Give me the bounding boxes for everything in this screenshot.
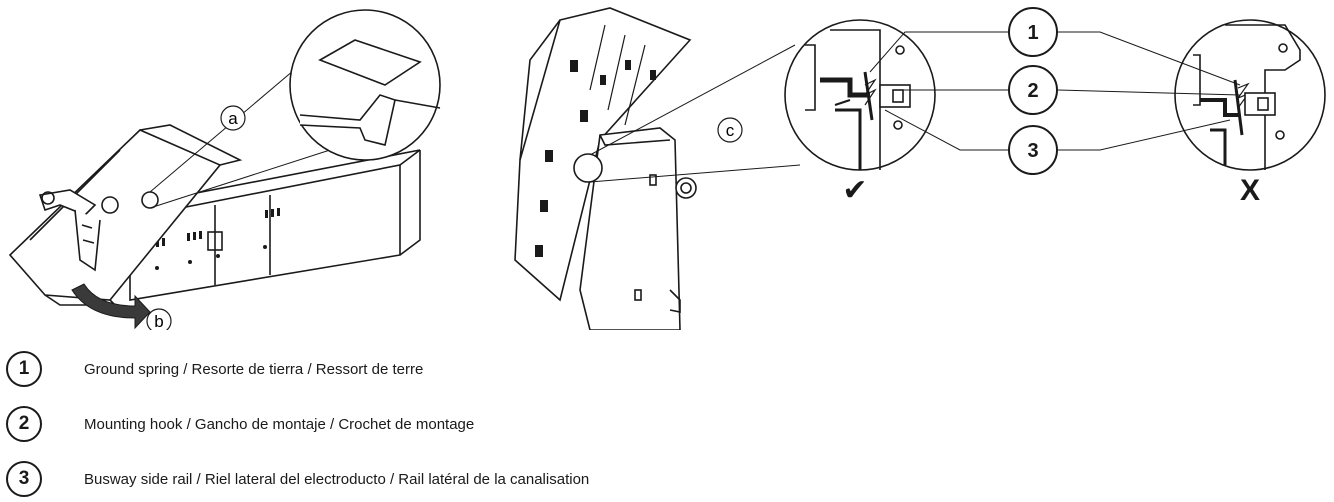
detail-circle-a xyxy=(289,9,441,161)
legend-text: Busway side rail / Riel lateral del elec… xyxy=(84,470,590,488)
rotation-arrow xyxy=(71,283,151,330)
callout-1: 1 xyxy=(1008,7,1058,57)
detail-circle-incorrect xyxy=(1174,19,1326,171)
label-a-circle xyxy=(220,105,246,131)
label-a: a xyxy=(228,109,238,128)
callout-1-number: 1 xyxy=(1027,22,1038,44)
legend-text: Mounting hook / Gancho de montaje / Croc… xyxy=(84,415,475,433)
callout-leaders xyxy=(869,31,1241,151)
legend-item-ground-spring: 1 Ground spring / Resorte de tierra / Re… xyxy=(6,349,423,389)
callout-3-number: 3 xyxy=(1027,140,1038,162)
legend-item-busway-side-rail: 3 Busway side rail / Riel lateral del el… xyxy=(6,459,589,499)
legend-number: 2 xyxy=(6,406,42,442)
detail-circle-correct xyxy=(784,19,936,171)
middle-illustration xyxy=(514,7,801,330)
legend-text: Ground spring / Resorte de tierra / Ress… xyxy=(84,360,424,378)
legend-number: 3 xyxy=(6,461,42,497)
label-b: b xyxy=(154,312,163,330)
incorrect-x-mark: X xyxy=(1240,174,1260,207)
legend-item-mounting-hook: 2 Mounting hook / Gancho de montaje / Cr… xyxy=(6,404,474,444)
correct-check-mark: ✔ xyxy=(842,174,867,207)
callout-2: 2 xyxy=(1008,65,1058,115)
label-c-circle xyxy=(717,117,743,143)
legend-number: 1 xyxy=(6,351,42,387)
label-c: c xyxy=(726,121,735,140)
callout-3: 3 xyxy=(1008,125,1058,175)
left-illustration xyxy=(8,64,421,306)
installation-diagram: a b c xyxy=(8,7,1326,330)
callout-2-number: 2 xyxy=(1027,80,1038,102)
label-b-circle xyxy=(146,308,172,330)
